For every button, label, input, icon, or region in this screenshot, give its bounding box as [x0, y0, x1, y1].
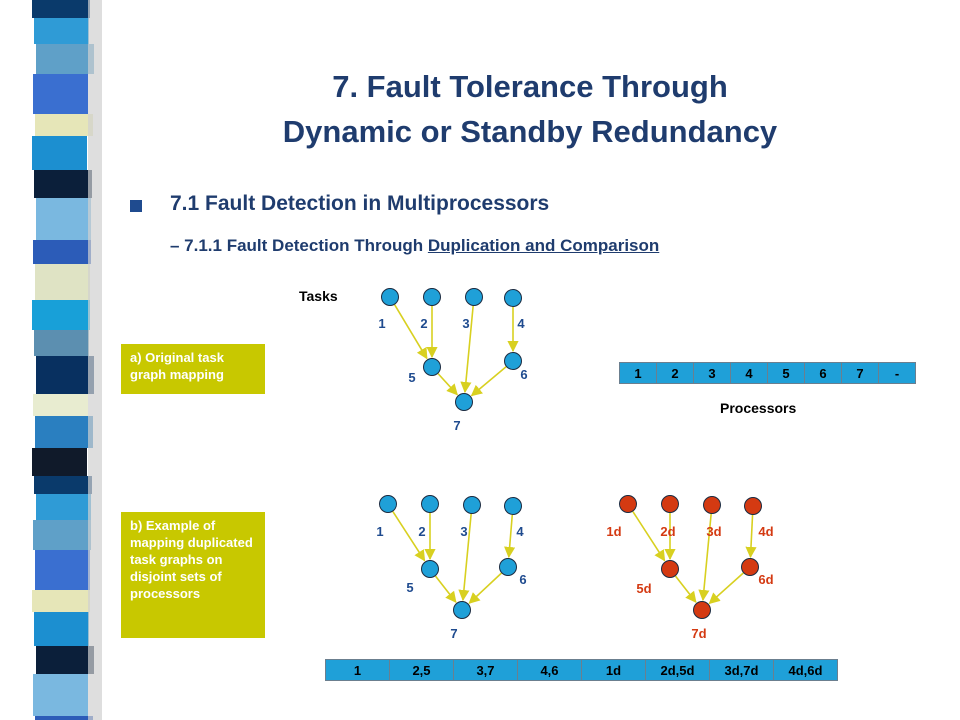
- box-duplicated-mapping: b) Example of mapping duplicated task gr…: [121, 512, 265, 638]
- graph-b1-node-label: 6: [519, 572, 526, 587]
- decorative-stripe-border: [32, 0, 102, 720]
- graph-a-edge: [437, 373, 459, 396]
- graph-b2-node-label: 6d: [758, 572, 773, 587]
- graph-b1-node-label: 2: [418, 524, 425, 539]
- graph-b2-node-label: 7d: [691, 626, 706, 641]
- processor-b-cell: 4d,6d: [773, 659, 838, 681]
- graph-b1-node-label: 7: [450, 626, 457, 641]
- tasks-label: Tasks: [299, 288, 338, 304]
- processors-label: Processors: [720, 400, 797, 416]
- subsection-heading: – 7.1.1 Fault Detection Through Duplicat…: [170, 236, 659, 256]
- graph-a-node-label: 2: [420, 316, 427, 331]
- graph-b2-node-label: 3d: [706, 524, 721, 539]
- processor-a-cell: 3: [693, 362, 731, 384]
- graph-b1-node-label: 5: [406, 580, 413, 595]
- graph-b2-edge: [674, 575, 697, 603]
- graph-b1-node: [463, 496, 481, 514]
- graph-b2-node: [744, 497, 762, 515]
- processor-a-cell: 2: [656, 362, 694, 384]
- processor-a-cell: 4: [730, 362, 768, 384]
- processor-b-cell: 4,6: [517, 659, 582, 681]
- processor-b-cell: 1d: [581, 659, 646, 681]
- graph-b1-node: [504, 497, 522, 515]
- graph-a-node: [423, 358, 441, 376]
- graph-b2-node-label: 4d: [758, 524, 773, 539]
- processor-b-cell: 2d,5d: [645, 659, 710, 681]
- processor-b-cell: 1: [325, 659, 390, 681]
- graph-b2-node-label: 2d: [660, 524, 675, 539]
- graph-b2-node: [619, 495, 637, 513]
- graph-a-edge: [393, 304, 428, 360]
- processor-a-cell: 7: [841, 362, 879, 384]
- graph-b2-node-label: 5d: [636, 581, 651, 596]
- processor-a-cell: 1: [619, 362, 657, 384]
- graph-b1-node-label: 3: [460, 524, 467, 539]
- graph-b1-node: [499, 558, 517, 576]
- graph-b1-node-label: 4: [516, 524, 524, 539]
- slide-title-line-1: 7. Fault Tolerance Through: [332, 69, 728, 104]
- processor-b-cell: 3d,7d: [709, 659, 774, 681]
- subsection-underlined: Duplication and Comparison: [427, 236, 660, 255]
- graph-b1-edge: [468, 572, 502, 604]
- section-heading: 7.1 Fault Detection in Multiprocessors: [170, 192, 550, 215]
- graph-a-node: [381, 288, 399, 306]
- graph-b2-node: [741, 558, 759, 576]
- graph-a-edge: [460, 305, 474, 394]
- task-graph-original: 1 2 3 4 5 6 7: [378, 288, 528, 433]
- graph-a-node-label: 5: [408, 370, 415, 385]
- bullet-square-icon: [130, 200, 142, 212]
- processor-a-cell: -: [878, 362, 916, 384]
- graph-b1-node: [421, 495, 439, 513]
- graph-a-node: [455, 393, 473, 411]
- processor-a-cell: 6: [804, 362, 842, 384]
- graph-b1-node-label: 1: [376, 524, 383, 539]
- graph-a-node-label: 3: [462, 316, 469, 331]
- task-graph-duplicate-2: 1d 2d 3d 4d 5d 6d 7d: [606, 495, 774, 641]
- graph-b1-edge: [504, 514, 516, 559]
- graph-a-node: [465, 288, 483, 306]
- graph-a-node-label: 6: [520, 367, 527, 382]
- graph-b2-node-label: 1d: [606, 524, 621, 539]
- graph-b2-edge: [745, 514, 757, 559]
- graph-b1-edge: [458, 513, 472, 602]
- graph-b1-node: [379, 495, 397, 513]
- graph-b2-node: [661, 560, 679, 578]
- graph-a-node: [504, 289, 522, 307]
- processor-a-cell: 5: [767, 362, 805, 384]
- box-original-mapping: a) Original task graph mapping: [121, 344, 265, 394]
- slide-title-line-2: Dynamic or Standby Redundancy: [282, 114, 778, 149]
- graph-b2-edge: [708, 572, 744, 605]
- graph-b2-node: [703, 496, 721, 514]
- graph-a-node: [504, 352, 522, 370]
- subsection-prefix: – 7.1.1 Fault Detection Through: [170, 236, 428, 255]
- graph-b1-node: [453, 601, 471, 619]
- graph-b2-edge: [698, 513, 712, 602]
- graph-a-edge: [470, 366, 507, 397]
- graph-a-node-label: 1: [378, 316, 385, 331]
- task-graph-duplicate-1: 1 2 3 4 5 6 7: [376, 495, 527, 641]
- graph-a-node: [423, 288, 441, 306]
- graph-b2-node: [661, 495, 679, 513]
- processor-b-cell: 2,5: [389, 659, 454, 681]
- graph-b2-node: [693, 601, 711, 619]
- graph-b2-edge: [632, 511, 666, 562]
- graph-a-node-label: 7: [453, 418, 460, 433]
- graph-b1-edge: [392, 511, 426, 562]
- graph-b1-edge: [434, 575, 457, 603]
- graph-a-node-label: 4: [517, 316, 525, 331]
- processor-b-cell: 3,7: [453, 659, 518, 681]
- graph-b1-node: [421, 560, 439, 578]
